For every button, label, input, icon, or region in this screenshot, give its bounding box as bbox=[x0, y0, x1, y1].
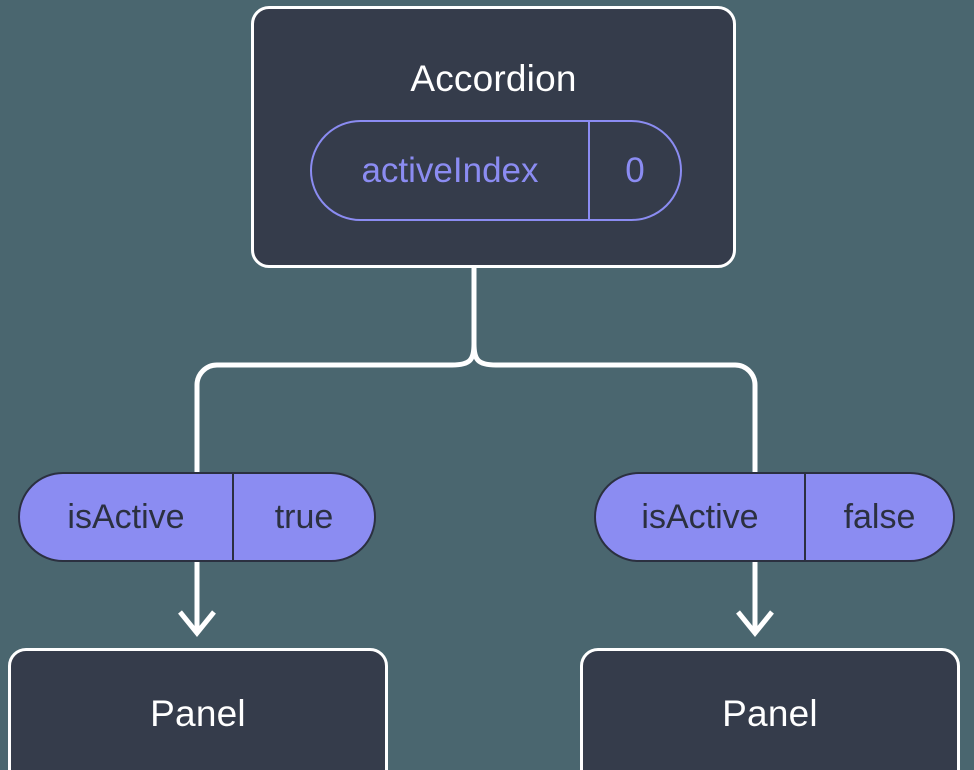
panel-node-left[interactable]: Panel bbox=[8, 648, 388, 770]
state-pill-active-index[interactable]: activeIndex 0 bbox=[310, 120, 682, 221]
edge-right-branch bbox=[471, 343, 758, 478]
prop-pill-is-active-false-key: isActive bbox=[641, 497, 759, 536]
panel-node-left-label: Panel bbox=[150, 693, 246, 734]
edge-left-branch bbox=[194, 343, 477, 478]
prop-pill-is-active-false-value: false bbox=[804, 474, 953, 560]
state-pill-active-index-value: 0 bbox=[588, 122, 680, 219]
prop-pill-is-active-true[interactable]: isActive true bbox=[18, 472, 376, 562]
left-arrowhead-icon bbox=[178, 610, 216, 637]
prop-pill-is-active-true-key: isActive bbox=[67, 497, 185, 536]
prop-pill-is-active-false[interactable]: isActive false bbox=[594, 472, 955, 562]
state-pill-active-index-key: activeIndex bbox=[361, 150, 539, 190]
panel-node-right[interactable]: Panel bbox=[580, 648, 960, 770]
prop-pill-is-active-true-value: true bbox=[232, 474, 374, 560]
accordion-node-label: Accordion bbox=[410, 58, 577, 99]
right-arrowhead-icon bbox=[736, 610, 774, 637]
panel-node-right-label: Panel bbox=[722, 693, 818, 734]
